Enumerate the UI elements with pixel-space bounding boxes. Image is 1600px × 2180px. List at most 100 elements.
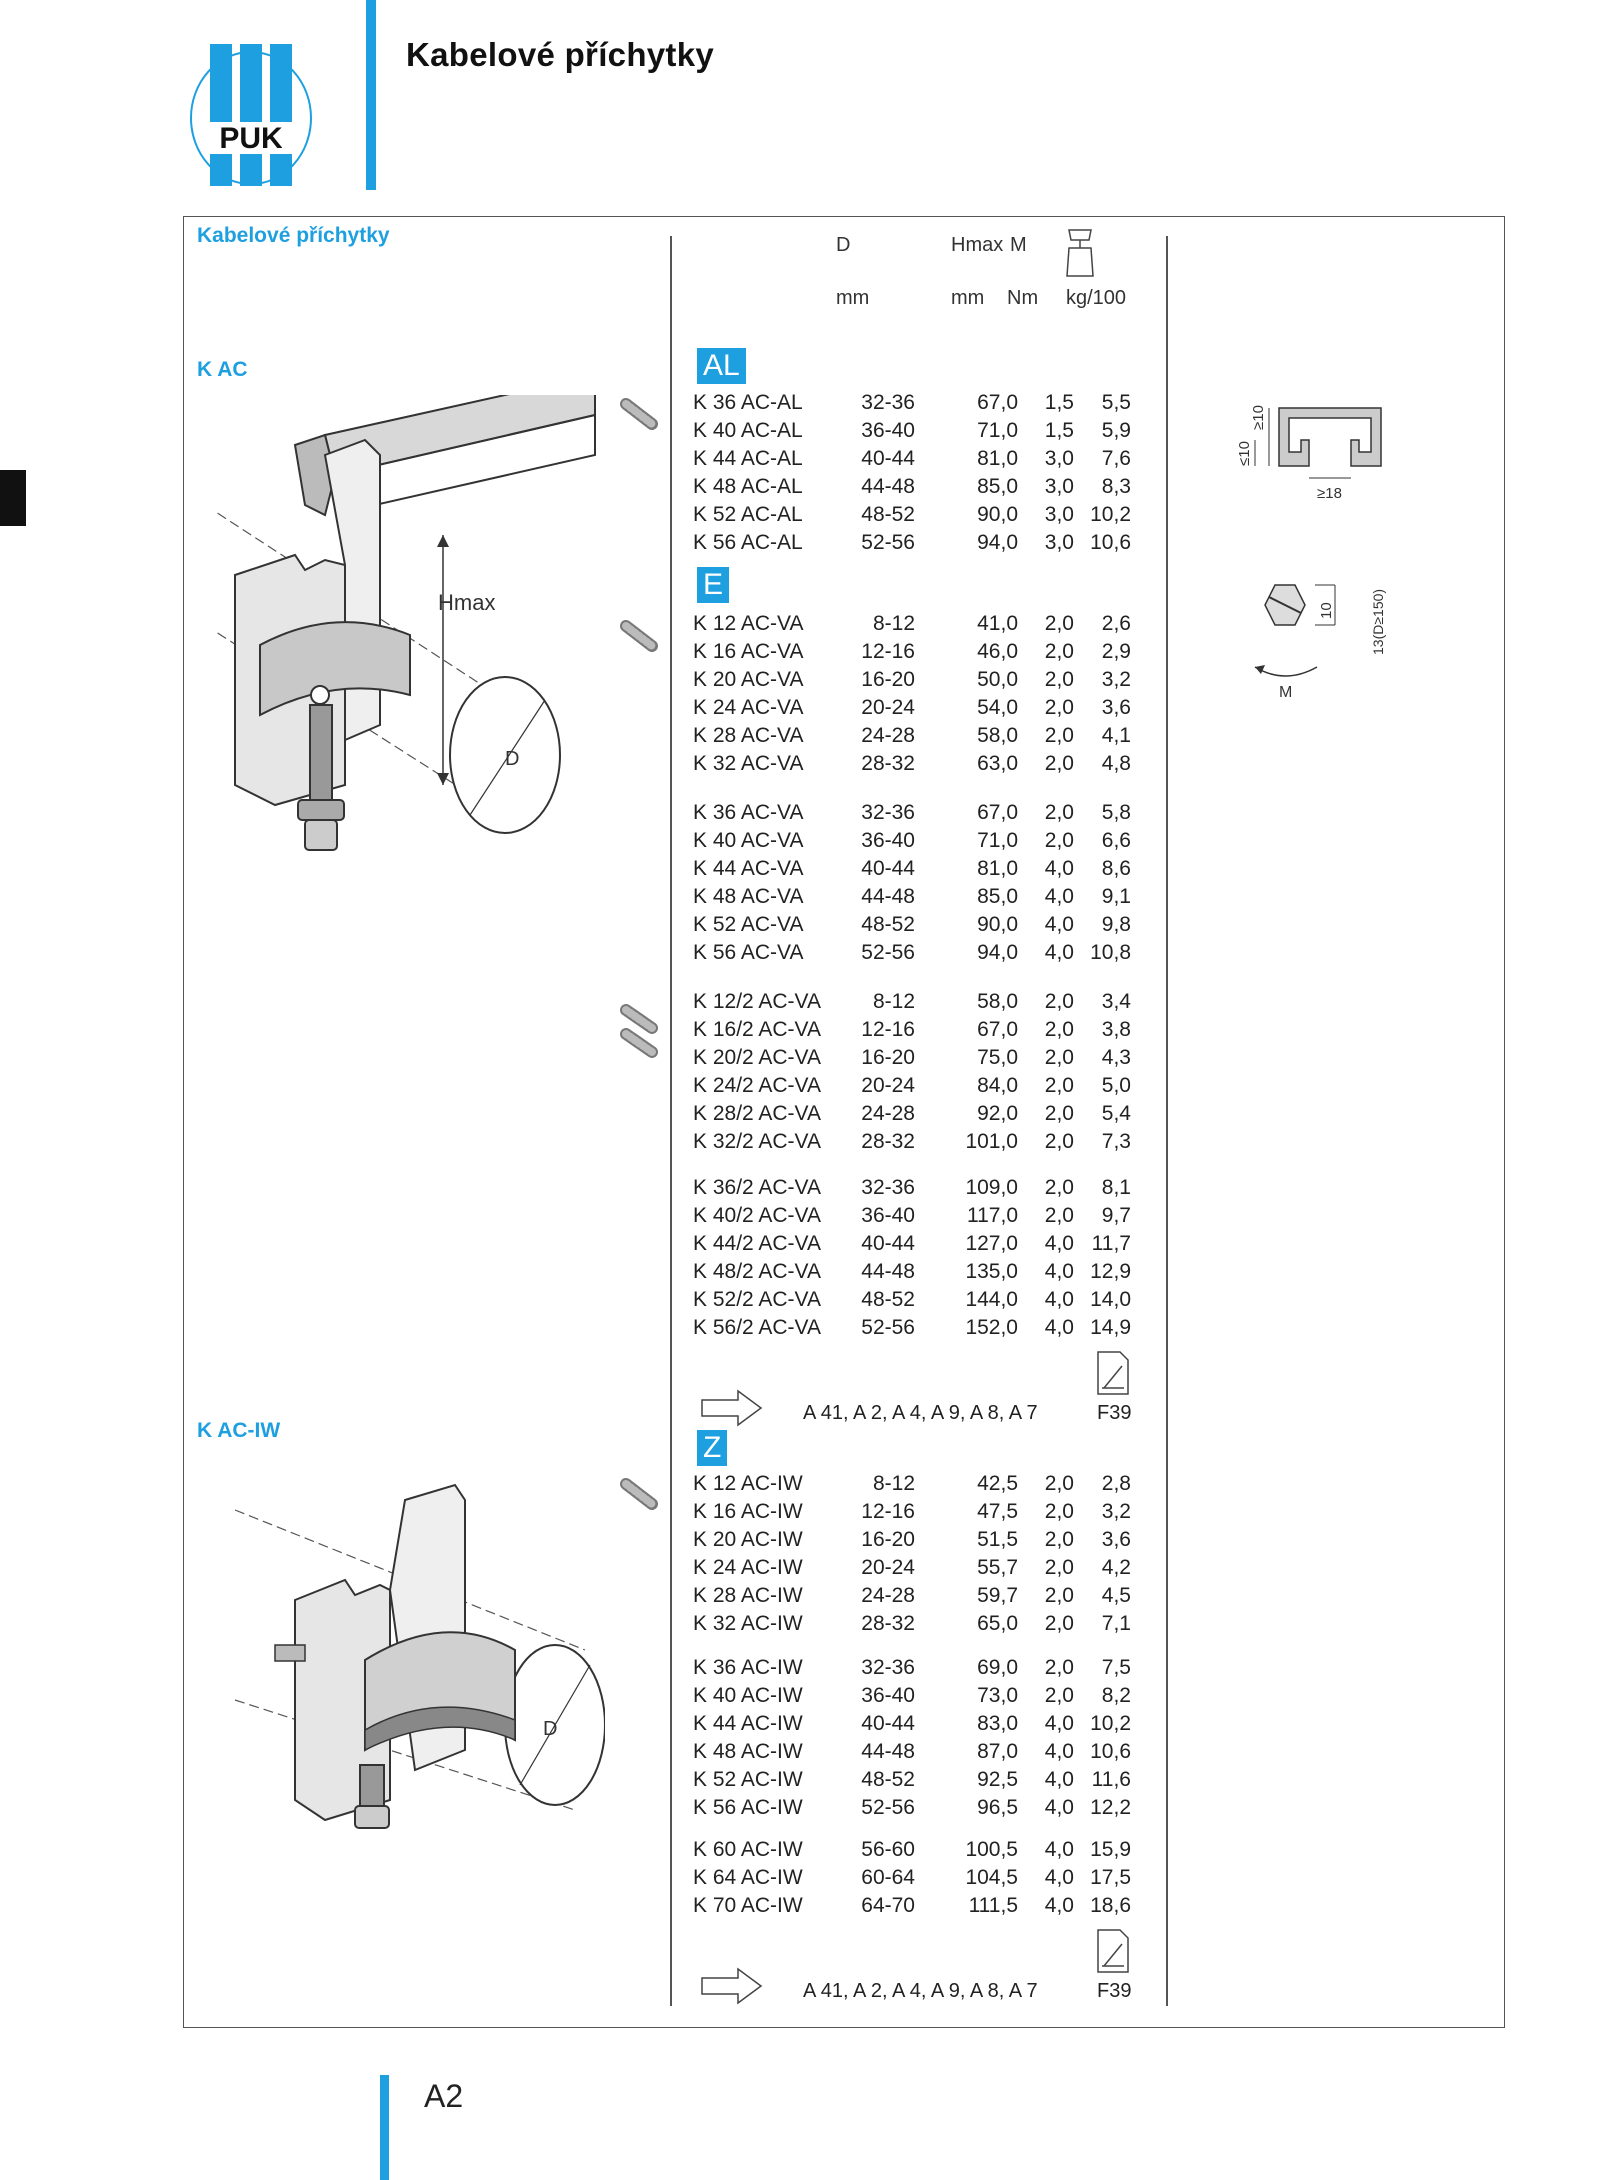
hmax-value: 152,0 xyxy=(965,1316,1018,1339)
hmax-value: 59,7 xyxy=(977,1584,1018,1607)
diameter-range: 32-36 xyxy=(861,1656,915,1679)
diameter-range: 12-16 xyxy=(861,640,915,663)
product-code: K 20 AC-VA xyxy=(693,668,804,691)
weight-value: 3,6 xyxy=(1101,696,1131,719)
torque-value: 2,0 xyxy=(1044,1684,1074,1707)
diameter-range: 12-16 xyxy=(861,1500,915,1523)
product-code: K 64 AC-IW xyxy=(693,1866,803,1889)
weight-value: 18,6 xyxy=(1090,1894,1131,1917)
torque-value: 2,0 xyxy=(1044,1130,1074,1153)
diameter-range: 16-20 xyxy=(861,1528,915,1551)
arrow-icon xyxy=(701,1389,763,1427)
weight-value: 9,1 xyxy=(1101,885,1131,908)
diameter-range: 12-16 xyxy=(861,1018,915,1041)
col-unit-kg: kg/100 xyxy=(1066,287,1127,309)
col-header-d: D xyxy=(836,234,851,256)
torque-value: 4,0 xyxy=(1044,1866,1074,1889)
torque-value: 2,0 xyxy=(1044,1528,1074,1551)
product-code: K 24 AC-IW xyxy=(693,1556,803,1579)
torque-value: 3,0 xyxy=(1044,531,1074,554)
torque-value: 2,0 xyxy=(1044,1176,1074,1199)
threaded-rod-icon xyxy=(620,398,658,430)
torque-value: 2,0 xyxy=(1044,1556,1074,1579)
weight-value: 10,8 xyxy=(1090,941,1131,964)
weight-value: 11,6 xyxy=(1091,1768,1131,1791)
torque-value: 4,0 xyxy=(1044,1260,1074,1283)
torque-value: 3,0 xyxy=(1044,475,1074,498)
weight-value: 14,9 xyxy=(1090,1316,1131,1339)
product-code: K 44 AC-VA xyxy=(693,857,804,880)
weight-value: 3,6 xyxy=(1101,1528,1131,1551)
weight-value: 4,1 xyxy=(1101,724,1131,747)
threaded-rod-icon xyxy=(620,620,658,652)
weight-value: 4,5 xyxy=(1101,1584,1131,1607)
product-code: K 28/2 AC-VA xyxy=(693,1102,822,1125)
hmax-value: 67,0 xyxy=(977,391,1018,414)
product-code: K 20/2 AC-VA xyxy=(693,1046,822,1069)
torque-value: 4,0 xyxy=(1044,1288,1074,1311)
puk-logo: PUK xyxy=(190,44,312,186)
torque-value: 4,0 xyxy=(1044,885,1074,908)
product-code: K 24 AC-VA xyxy=(693,696,804,719)
weight-value: 11,7 xyxy=(1091,1232,1131,1255)
hmax-value: 67,0 xyxy=(977,1018,1018,1041)
product-code: K 40 AC-VA xyxy=(693,829,804,852)
weight-value: 15,9 xyxy=(1090,1838,1131,1861)
product-code: K 52 AC-AL xyxy=(693,503,803,526)
hmax-value: 109,0 xyxy=(965,1176,1018,1199)
diameter-range: 48-52 xyxy=(861,1288,915,1311)
torque-value: 4,0 xyxy=(1044,1740,1074,1763)
product-code: K 56/2 AC-VA xyxy=(693,1316,822,1339)
diameter-range: 24-28 xyxy=(861,724,915,747)
torque-value: 2,0 xyxy=(1044,1500,1074,1523)
hmax-value: 67,0 xyxy=(977,801,1018,824)
weight-value: 12,2 xyxy=(1090,1796,1131,1819)
diameter-range: 44-48 xyxy=(861,1260,915,1283)
product-code: K 56 AC-AL xyxy=(693,531,803,554)
hmax-value: 63,0 xyxy=(977,752,1018,775)
weight-value: 2,6 xyxy=(1101,612,1131,635)
product-code: K 28 AC-IW xyxy=(693,1584,803,1607)
kac-clip-illustration: D Hmax xyxy=(215,395,596,851)
diameter-range: 40-44 xyxy=(861,447,915,470)
diagram-d-label-iw: D xyxy=(543,1718,557,1740)
product-code: K 28 AC-VA xyxy=(693,724,804,747)
torque-value: 2,0 xyxy=(1044,1102,1074,1125)
hmax-value: 51,5 xyxy=(977,1528,1018,1551)
hmax-value: 117,0 xyxy=(967,1204,1018,1227)
product-code: K 32/2 AC-VA xyxy=(693,1130,822,1153)
col-header-m: M xyxy=(1010,234,1027,256)
hmax-value: 96,5 xyxy=(977,1796,1018,1819)
diameter-range: 32-36 xyxy=(861,1176,915,1199)
torque-value: 4,0 xyxy=(1044,1838,1074,1861)
product-code: K 44 AC-AL xyxy=(693,447,803,470)
weight-value: 10,6 xyxy=(1090,1740,1131,1763)
hmax-value: 42,5 xyxy=(977,1472,1018,1495)
diameter-range: 28-32 xyxy=(861,752,915,775)
diameter-range: 8-12 xyxy=(872,990,915,1013)
product-code: K 48 AC-VA xyxy=(693,885,804,908)
material-badge-al: AL xyxy=(697,348,746,384)
product-code: K 16/2 AC-VA xyxy=(693,1018,822,1041)
hmax-value: 65,0 xyxy=(977,1612,1018,1635)
diameter-range: 36-40 xyxy=(861,829,915,852)
weight-value: 3,4 xyxy=(1101,990,1131,1013)
